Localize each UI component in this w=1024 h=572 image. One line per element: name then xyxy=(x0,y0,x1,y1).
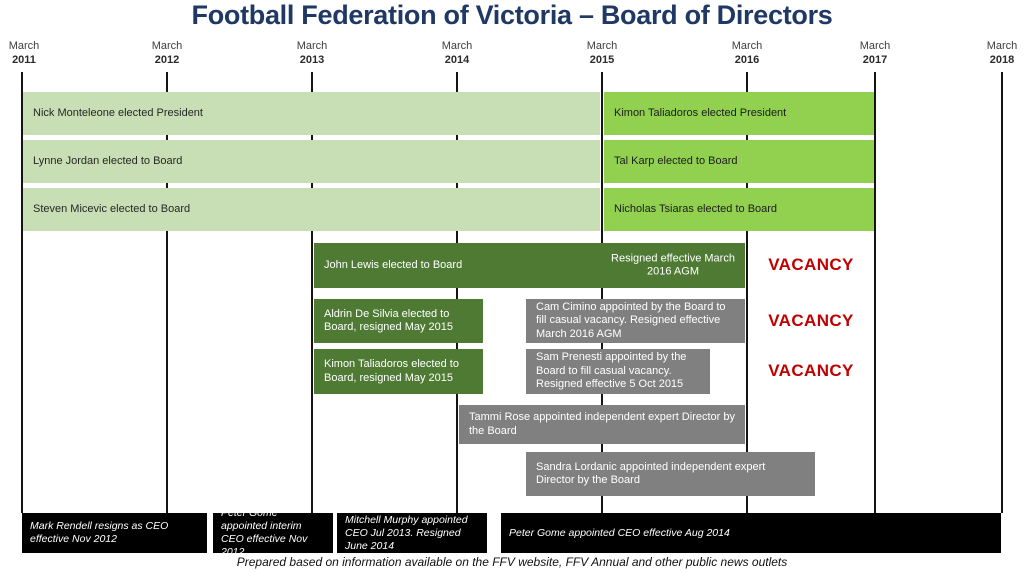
gridline-march-2015 xyxy=(601,72,603,513)
bar-label: Mitchell Murphy appointed CEO Jul 2013. … xyxy=(345,513,468,552)
tick-month: March xyxy=(859,40,891,52)
bar-label: Steven Micevic elected to Board xyxy=(33,202,191,215)
tick-year: 2012 xyxy=(154,54,180,66)
bar-tal-karp: Tal Karp elected to Board xyxy=(604,140,874,183)
bar-tammi-rose: Tammi Rose appointed independent expert … xyxy=(459,405,745,444)
vacancy-label-seat-5: VACANCY xyxy=(768,361,854,380)
bar-label: Kimon Taliadoros elected President xyxy=(614,106,787,119)
tick-year: 2011 xyxy=(12,54,36,66)
bar-label: Peter Gome appointed CEO effective Aug 2… xyxy=(509,526,730,539)
bar-kimon-taliadoros-president: Kimon Taliadoros elected President xyxy=(604,92,874,135)
vacancy-label-seat-4: VACANCY xyxy=(768,311,854,330)
bar-label: Lynne Jordan elected to Board xyxy=(33,154,183,167)
tick-label-march-2018: March 2018 xyxy=(987,39,1018,67)
bar-aldrin-de-silvia: Aldrin De Silvia elected to Board, resig… xyxy=(314,299,483,343)
vacancy-label-seat-3: VACANCY xyxy=(768,255,854,274)
gridline-march-2012 xyxy=(166,72,168,513)
bar-label: Sandra Lordanic appointed independent ex… xyxy=(536,460,766,487)
bar-label: Tammi Rose appointed independent expert … xyxy=(469,411,735,437)
tick-label-march-2016: March 2016 xyxy=(732,39,763,67)
source-note: Prepared based on information available … xyxy=(236,555,788,569)
tick-label-march-2012: March 2012 xyxy=(152,39,183,67)
gridline-march-2014 xyxy=(456,72,458,513)
bar-nick-monteleone: Nick Monteleone elected President xyxy=(23,92,600,135)
tick-year: 2018 xyxy=(989,54,1015,66)
tick-year: 2017 xyxy=(862,54,888,66)
tick-label-march-2017: March 2017 xyxy=(860,39,891,67)
tick-label-march-2015: March 2015 xyxy=(587,39,618,67)
bar-label: Nicholas Tsiaras elected to Board xyxy=(614,202,778,215)
bar-label: John Lewis elected to Board xyxy=(324,258,463,271)
bar-label: Peter Gome appointed interim CEO effecti… xyxy=(221,507,308,558)
bar-nicholas-tsiaras: Nicholas Tsiaras elected to Board xyxy=(604,188,874,231)
bar-label: Kimon Taliadoros elected to Board, resig… xyxy=(324,358,459,384)
ceo-bar-peter-gome: Peter Gome appointed CEO effective Aug 2… xyxy=(501,513,1001,553)
tick-label-march-2011: March 2011 xyxy=(9,39,40,67)
tick-month: March xyxy=(986,40,1018,52)
bar-label: Mark Rendell resigns as CEO effective No… xyxy=(30,520,169,545)
bar-cam-cimino: Cam Cimino appointed by the Board to fil… xyxy=(526,299,745,343)
bar-sam-prenesti: Sam Prenesti appointed by the Board to f… xyxy=(526,349,710,394)
tick-year: 2014 xyxy=(444,54,470,66)
gridline-march-2018 xyxy=(1001,72,1003,513)
bar-sandra-lordanic: Sandra Lordanic appointed independent ex… xyxy=(526,452,815,496)
bar-kimon-taliadoros-board: Kimon Taliadoros elected to Board, resig… xyxy=(314,349,483,394)
bar-john-lewis: John Lewis elected to Board Resigned eff… xyxy=(314,243,745,288)
tick-label-march-2013: March 2013 xyxy=(297,39,328,67)
tick-label-march-2014: March 2014 xyxy=(442,39,473,67)
tick-month: March xyxy=(586,40,618,52)
gridline-march-2013 xyxy=(311,72,313,513)
ceo-bar-mark-rendell: Mark Rendell resigns as CEO effective No… xyxy=(22,513,207,553)
tick-month: March xyxy=(441,40,473,52)
bar-label: Sam Prenesti appointed by the Board to f… xyxy=(536,351,687,391)
ceo-bar-peter-gome-interim: Peter Gome appointed interim CEO effecti… xyxy=(213,507,333,558)
tick-year: 2016 xyxy=(734,54,760,66)
bar-label: Aldrin De Silvia elected to Board, resig… xyxy=(324,307,454,334)
ceo-bar-mitchell-murphy: Mitchell Murphy appointed CEO Jul 2013. … xyxy=(337,513,487,553)
bar-steven-micevic: Steven Micevic elected to Board xyxy=(23,188,600,231)
bar-lynne-jordan: Lynne Jordan elected to Board xyxy=(23,140,600,183)
gridline-march-2011 xyxy=(21,72,23,513)
chart-title: Football Federation of Victoria – Board … xyxy=(191,0,833,30)
tick-month: March xyxy=(296,40,328,52)
bar-label: Nick Monteleone elected President xyxy=(33,106,203,119)
tick-year: 2013 xyxy=(299,54,325,66)
tick-month: March xyxy=(151,40,183,52)
tick-month: March xyxy=(731,40,763,52)
gridline-march-2016 xyxy=(746,72,748,513)
john-lewis-resignation-note: Resigned effective March 2016 AGM xyxy=(611,252,735,278)
bar-label: Tal Karp elected to Board xyxy=(614,154,738,167)
gridline-march-2017 xyxy=(874,72,876,513)
tick-month: March xyxy=(8,40,40,52)
tick-year: 2015 xyxy=(589,54,615,66)
bar-label: Cam Cimino appointed by the Board to fil… xyxy=(536,300,726,340)
